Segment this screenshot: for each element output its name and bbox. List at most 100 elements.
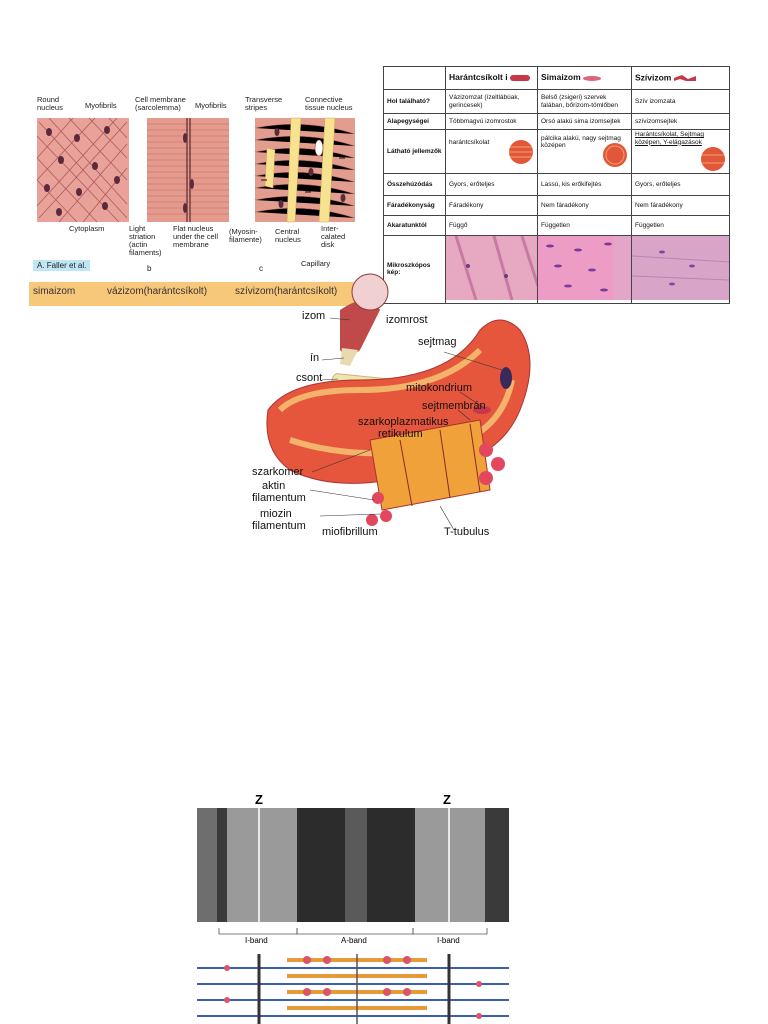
label-mitokondrium: mitokondrium — [406, 382, 473, 394]
table-cell: pálcika alakú, nagy sejtmag középen — [537, 129, 632, 174]
label-i-band-left: I-band — [245, 936, 268, 945]
table-cell: Fáradékony — [445, 195, 538, 216]
caption-skeletal: vázizom(harántcsíkolt) — [107, 286, 208, 297]
sarcomere-micrograph — [197, 808, 509, 922]
label-capillary: Capillary — [301, 259, 331, 268]
comparison-table: Harántcsíkolt i Simaizom Szívizom Hol ta… — [383, 66, 730, 304]
muscle-cross-section-drawing — [351, 273, 389, 311]
table-header-row: Harántcsíkolt i Simaizom Szívizom — [383, 66, 730, 90]
sarcomere-figure: Z Z — [197, 792, 509, 1024]
label-t-tubulus: T-tubulus — [444, 526, 490, 538]
table-row-label: Mikroszkópos kép: — [383, 235, 446, 304]
table-header-empty — [383, 66, 446, 90]
micrograph-skeletal — [445, 235, 538, 304]
micrograph-smooth — [537, 235, 632, 304]
cardiac-fiber-icon — [673, 75, 696, 81]
skeletal-micrograph-image — [446, 236, 537, 301]
table-cell: Gyors, erőteljes — [445, 173, 538, 196]
caption-smooth: simaizom — [33, 286, 76, 297]
label-cytoplasm: Cytoplasm — [69, 224, 105, 233]
label-csont: csont — [296, 372, 323, 384]
table-cell: Vázizomzat (ízeltlábúak, gerincesek) — [445, 89, 538, 114]
label-szarkoplazmatikus: szarkoplazmatikus — [358, 416, 449, 428]
letter-c: c — [259, 264, 263, 273]
muscle-structure-diagram: izom izomrost sejtmag ín csont mitokondr… — [250, 270, 540, 542]
table-row-label: Fáradékonyság — [383, 195, 446, 216]
table-row: Összehúzódás Gyors, erőteljes Lassú, kis… — [383, 173, 730, 196]
label-miozin: miozin — [260, 508, 292, 520]
table-header-skeletal: Harántcsíkolt i — [445, 66, 538, 90]
table-row: Mikroszkópos kép: — [383, 235, 730, 304]
label-light-striation: Light striation (actin filaments) — [129, 224, 162, 257]
skeletal-muscle-drawing — [147, 118, 229, 222]
label-cell-membrane: Cell membrane (sarcolemma) — [135, 95, 186, 112]
label-sejtmembran: sejtmembrán — [422, 400, 486, 412]
label-intercalated-disk: Inter- calated disk — [321, 224, 346, 249]
label-in: ín — [310, 352, 320, 364]
letter-b: b — [147, 264, 152, 273]
z-line-label-right: Z — [443, 792, 451, 807]
muscle-structure-illustration — [266, 273, 531, 531]
table-cell: Nem fáradékony — [631, 195, 730, 216]
label-a-band: A-band — [341, 936, 367, 945]
caption-bar: simaizom vázizom(harántcsíkolt) szívizom… — [29, 282, 375, 306]
table-row-label: Hol található? — [383, 89, 446, 114]
table-row: Fáradékonyság Fáradékony Nem fáradékony … — [383, 195, 730, 216]
smooth-fiber-icon — [583, 75, 602, 81]
cardiac-fiber-cross-section-icon — [701, 147, 725, 171]
table-cell: Harántcsíkolat, Sejtmag középen, Y-elága… — [631, 129, 730, 174]
caption-cardiac: szívizom(harántcsíkolt) — [235, 286, 338, 297]
label-myofibrils-smooth: Myofibrils — [85, 101, 117, 110]
table-cell: harántcsíkolat — [445, 129, 538, 174]
table-cell: Független — [537, 215, 632, 236]
tendon-drawing — [340, 348, 358, 366]
filament-diagram — [197, 954, 509, 1024]
whole-muscle-drawing — [340, 300, 380, 355]
cardiac-muscle-drawing — [254, 117, 356, 223]
sarcomere-illustration — [197, 808, 509, 1024]
table-cell: Független — [631, 215, 730, 236]
label-myofibrils-skeletal: Myofibrils — [195, 101, 227, 110]
skeletal-fiber-icon — [509, 75, 530, 81]
table-cell: Belső (zsigeri) szervek falában, bőrizom… — [537, 89, 632, 114]
table-cell: Orsó alakú sima izomsejtek — [537, 113, 632, 130]
table-cell: Szív izomzata — [631, 89, 730, 114]
table-header-cardiac: Szívizom — [631, 66, 730, 90]
table-cell: Többmagvú izomrostok — [445, 113, 538, 130]
label-miofibrillum: miofibrillum — [322, 526, 378, 538]
table-row: Akaratunktól Függő Független Független — [383, 215, 730, 236]
label-izomrost: izomrost — [386, 314, 428, 326]
table-header-smooth: Simaizom — [537, 66, 632, 90]
table-cell: Lassú, kis erőkifejtés — [537, 173, 632, 196]
label-round-nucleus: Round nucleus — [37, 95, 63, 112]
table-row: Hol található? Vázizomzat (ízeltlábúak, … — [383, 89, 730, 114]
table-cell: Függő — [445, 215, 538, 236]
muscle-types-illustration — [36, 117, 356, 223]
label-i-band-right: I-band — [437, 936, 460, 945]
label-retikulum: retikulum — [378, 428, 423, 440]
label-connective-tissue-nucleus: Connective tissue nucleus — [305, 95, 353, 112]
mitochondrion-drawing — [473, 406, 491, 414]
figure-credit: A. Faller et al. — [33, 260, 91, 271]
label-transverse-stripes: Transverse stripes — [245, 95, 283, 112]
label-aktin: aktin — [262, 480, 286, 492]
label-flat-nucleus: Flat nucleus under the cell membrane — [173, 224, 219, 249]
striated-fiber-cross-section-icon — [509, 139, 533, 164]
muscle-types-figure: Round nucleus Myofibrils Cytoplasm Cell … — [29, 88, 375, 306]
label-szarkomer: szarkomer — [252, 466, 304, 478]
smooth-micrograph-image — [538, 236, 631, 300]
table-cell: Nem fáradékony — [537, 195, 632, 216]
table-cell: szívizomsejtek — [631, 113, 730, 130]
table-row-label: Látható jellemzők — [383, 129, 446, 174]
comparison-table-panel: Harántcsíkolt i Simaizom Szívizom Hol ta… — [383, 66, 730, 304]
band-bracket — [218, 928, 488, 935]
label-sejtmag: sejtmag — [418, 336, 457, 348]
label-aktin-filamentum: filamentum — [252, 492, 306, 504]
smooth-muscle-drawing — [36, 117, 129, 223]
micrograph-cardiac — [631, 235, 730, 304]
table-cell: Gyors, erőteljes — [631, 173, 730, 196]
smooth-fiber-cross-section-icon — [603, 143, 627, 168]
table-row: Alapegységei Többmagvú izomrostok Orsó a… — [383, 113, 730, 130]
label-myosin-filamente: (Myosin- filamente) — [229, 227, 262, 244]
cardiac-micrograph-image — [632, 236, 729, 300]
